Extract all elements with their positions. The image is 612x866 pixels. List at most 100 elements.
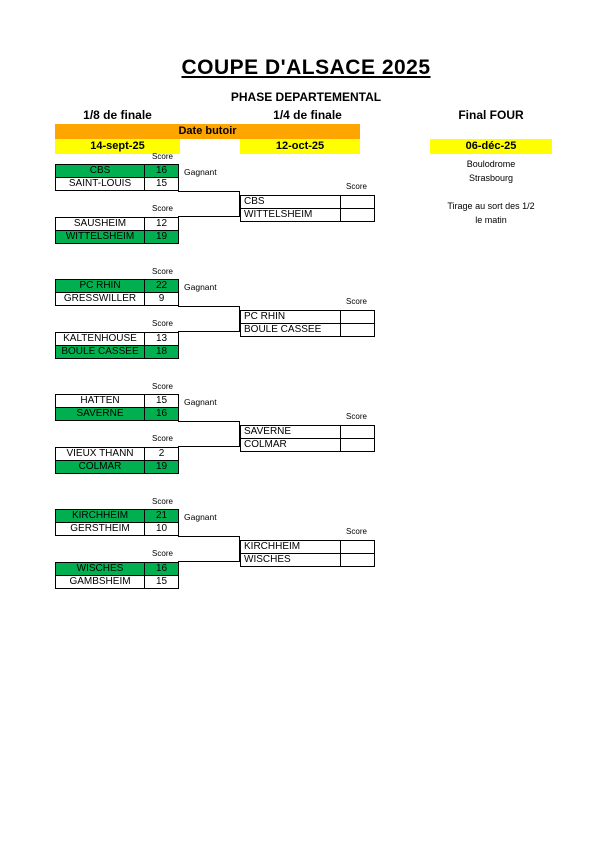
bracket-group-3: Score Gagnant HATTEN 15 SAVERNE 16 Score… <box>0 381 612 481</box>
score-label: Score <box>346 297 367 306</box>
team-row: VIEUX THANN 2 <box>55 447 179 461</box>
team-score: 15 <box>144 394 179 408</box>
bracket-group-1: Score Gagnant CBS 16 SAINT-LOUIS 15 Scor… <box>0 151 612 251</box>
team-row: WITTELSHEIM 19 <box>55 230 179 244</box>
column-header-round-of-16: 1/8 de finale <box>83 108 152 122</box>
team-name: CBS <box>240 195 341 209</box>
final-four-note-line2: le matin <box>475 215 507 225</box>
team-score: 15 <box>144 177 179 191</box>
bracket-group-4: Score Gagnant KIRCHHEIM 21 GERSTHEIM 10 … <box>0 496 612 596</box>
team-score: 18 <box>144 345 179 359</box>
team-row: COLMAR 19 <box>55 460 179 474</box>
score-label: Score <box>152 319 173 328</box>
team-row: GAMBSHEIM 15 <box>55 575 179 589</box>
team-row: WISCHES 16 <box>55 562 179 576</box>
winner-label: Gagnant <box>184 512 217 522</box>
team-row: GRESSWILLER 9 <box>55 292 179 306</box>
team-row: BOULE CASSEE 18 <box>55 345 179 359</box>
quarterfinal-team-row: BOULE CASSEE <box>240 323 375 337</box>
page-title: COUPE D'ALSACE 2025 <box>181 56 431 79</box>
team-name: HATTEN <box>55 394 145 408</box>
team-score: 15 <box>144 575 179 589</box>
quarterfinal-team-row: COLMAR <box>240 438 375 452</box>
date-round1: 14-sept-25 <box>55 139 180 154</box>
score-label: Score <box>152 434 173 443</box>
team-name: GAMBSHEIM <box>55 575 145 589</box>
team-name: GERSTHEIM <box>55 522 145 536</box>
team-name: CBS <box>55 164 145 178</box>
team-row: KALTENHOUSE 13 <box>55 332 179 346</box>
team-name: SAVERNE <box>55 407 145 421</box>
team-score-empty <box>340 323 375 337</box>
team-name: PC RHIN <box>240 310 341 324</box>
score-label: Score <box>346 182 367 191</box>
score-label: Score <box>152 497 173 506</box>
team-name: WITTELSHEIM <box>55 230 145 244</box>
team-score: 2 <box>144 447 179 461</box>
team-name: COLMAR <box>55 460 145 474</box>
team-row: SAINT-LOUIS 15 <box>55 177 179 191</box>
team-score: 19 <box>144 230 179 244</box>
winner-label: Gagnant <box>184 397 217 407</box>
team-name: SAUSHEIM <box>55 217 145 231</box>
team-row: SAUSHEIM 12 <box>55 217 179 231</box>
quarterfinal-team-row: CBS <box>240 195 375 209</box>
team-row: CBS 16 <box>55 164 179 178</box>
team-score: 22 <box>144 279 179 293</box>
page-subtitle: PHASE DEPARTEMENTAL <box>230 90 382 104</box>
team-score-empty <box>340 425 375 439</box>
team-score: 12 <box>144 217 179 231</box>
deadline-banner: Date butoir <box>55 124 360 139</box>
quarterfinal-team-row: SAVERNE <box>240 425 375 439</box>
score-label: Score <box>346 527 367 536</box>
score-label: Score <box>152 152 173 161</box>
score-label: Score <box>346 412 367 421</box>
team-score: 13 <box>144 332 179 346</box>
bracket-connector-line <box>178 421 240 447</box>
score-label: Score <box>152 549 173 558</box>
team-score: 16 <box>144 407 179 421</box>
team-name: VIEUX THANN <box>55 447 145 461</box>
team-row: GERSTHEIM 10 <box>55 522 179 536</box>
team-score-empty <box>340 208 375 222</box>
team-row: PC RHIN 22 <box>55 279 179 293</box>
team-name: KALTENHOUSE <box>55 332 145 346</box>
team-name: SAVERNE <box>240 425 341 439</box>
team-score: 9 <box>144 292 179 306</box>
team-name: SAINT-LOUIS <box>55 177 145 191</box>
date-final: 06-déc-25 <box>430 139 552 154</box>
column-header-final-four: Final FOUR <box>458 108 524 122</box>
quarterfinal-team-row: PC RHIN <box>240 310 375 324</box>
score-label: Score <box>152 267 173 276</box>
team-score: 16 <box>144 164 179 178</box>
quarterfinal-team-row: KIRCHHEIM <box>240 540 375 554</box>
score-label: Score <box>152 204 173 213</box>
bracket-connector-line <box>178 306 240 332</box>
winner-label: Gagnant <box>184 167 217 177</box>
team-name: BOULE CASSEE <box>240 323 341 337</box>
team-row: HATTEN 15 <box>55 394 179 408</box>
team-score: 19 <box>144 460 179 474</box>
team-name: KIRCHHEIM <box>55 509 145 523</box>
team-score-empty <box>340 438 375 452</box>
team-name: COLMAR <box>240 438 341 452</box>
bracket-connector-line <box>178 191 240 217</box>
team-name: WISCHES <box>55 562 145 576</box>
team-score-empty <box>340 310 375 324</box>
team-score-empty <box>340 540 375 554</box>
date-round2: 12-oct-25 <box>240 139 360 154</box>
team-row: SAVERNE 16 <box>55 407 179 421</box>
team-score-empty <box>340 195 375 209</box>
quarterfinal-team-row: WITTELSHEIM <box>240 208 375 222</box>
team-name: WITTELSHEIM <box>240 208 341 222</box>
final-four-venue: Boulodrome <box>466 159 516 169</box>
team-score: 16 <box>144 562 179 576</box>
team-name: BOULE CASSEE <box>55 345 145 359</box>
final-four-city: Strasbourg <box>468 173 514 183</box>
quarterfinal-team-row: WISCHES <box>240 553 375 567</box>
team-name: WISCHES <box>240 553 341 567</box>
team-score: 10 <box>144 522 179 536</box>
team-name: KIRCHHEIM <box>240 540 341 554</box>
team-name: PC RHIN <box>55 279 145 293</box>
